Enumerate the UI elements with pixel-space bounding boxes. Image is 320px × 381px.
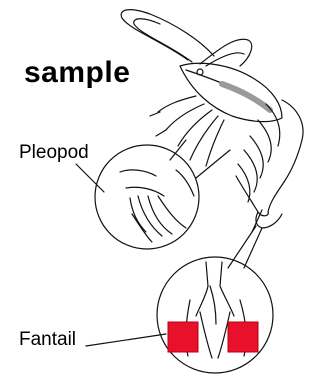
pleopod-pointer-line [76,164,104,192]
shrimp-tail [252,210,282,232]
shrimp-abdomen [236,100,303,216]
fantail-label: Fantail [19,329,76,351]
fantail-connector-lines [228,226,262,268]
fantail-zoom-circle [157,257,273,373]
fantail-sample-marker-right [228,322,258,352]
shrimp-carapace [180,63,282,121]
fantail-sample-marker-left [168,322,198,352]
diagram-title: sample [24,56,130,90]
pleopod-label: Pleopod [19,142,89,164]
shrimp-antennae [121,10,252,66]
pleopod-zoom-circle [95,145,199,249]
fantail-pointer-line [86,334,166,346]
